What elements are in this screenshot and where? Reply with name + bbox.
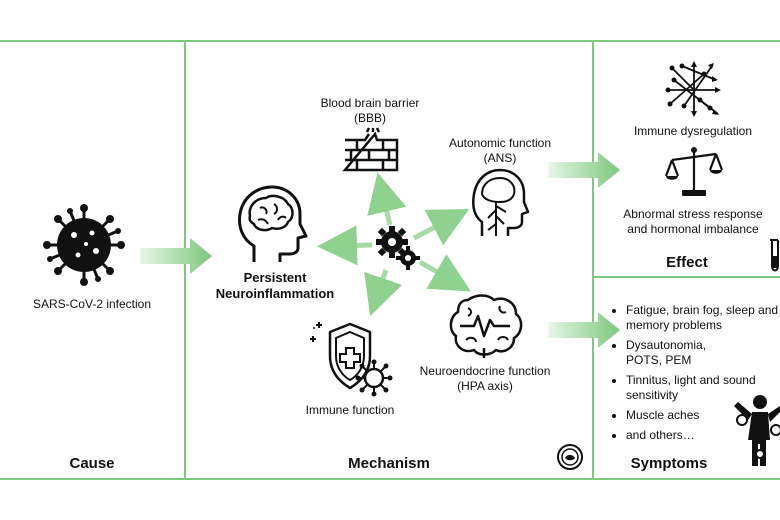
symptom-item: Fatigue, brain fog, sleep and memory pro… <box>626 303 780 333</box>
balance-scale-icon <box>664 147 724 196</box>
gears-icon <box>376 226 420 270</box>
center-label-line1: Persistent <box>243 270 307 285</box>
effect-item-stress-line1: Abnormal stress response <box>623 207 763 221</box>
logo-icon <box>557 444 583 470</box>
symptom-item: Tinnitus, light and sound sensitivity <box>626 373 780 403</box>
person-pain-icon <box>734 395 780 466</box>
bbb-label-line2: (BBB) <box>353 111 386 125</box>
bbb-label-line1: Blood brain barrier <box>320 96 420 110</box>
head-brain-icon <box>238 185 308 262</box>
immune-function-label: Immune function <box>305 403 395 417</box>
arrow-to-neuroinflammation <box>317 225 373 266</box>
effect-item-immune-dysregulation: Immune dysregulation <box>633 124 753 138</box>
divider-effect-symptoms <box>592 276 780 278</box>
test-tube-icon <box>770 239 779 272</box>
hpa-label-line2: (HPA axis) <box>457 379 513 393</box>
network-arrows-icon <box>665 61 721 117</box>
brain-pulse-icon <box>449 294 523 358</box>
nervous-system-head-icon <box>472 168 530 236</box>
symptom-item: Muscle aches <box>626 408 780 423</box>
arrow-to-immune <box>364 269 403 317</box>
arrow-to-effect <box>548 152 620 188</box>
cause-header: Cause <box>69 455 115 472</box>
arrow-cause-to-mechanism <box>140 238 212 274</box>
ans-label-line2: (ANS) <box>483 151 517 165</box>
cause-label: SARS-CoV-2 infection <box>32 297 152 311</box>
frame-top-border <box>0 40 780 42</box>
hpa-label-line1: Neuroendocrine function <box>419 364 551 378</box>
symptom-item: and others… <box>626 428 780 443</box>
mechanism-header: Mechanism <box>348 455 430 472</box>
virus-icon <box>43 204 125 286</box>
arrow-to-symptoms <box>548 312 620 348</box>
brick-wall-icon <box>342 127 399 172</box>
arrow-to-ans <box>412 209 470 246</box>
center-label-line2: Neuroinflammation <box>215 286 335 301</box>
symptoms-list: Fatigue, brain fog, sleep and memory pro… <box>612 303 780 448</box>
divider-mechanism-effect <box>592 40 594 480</box>
immune-shield-icon <box>310 322 393 397</box>
frame-bottom-border <box>0 478 780 480</box>
symptom-item: Dysautonomia, POTS, PEM <box>626 338 736 368</box>
arrow-to-bbb <box>367 172 407 226</box>
ans-label-line1: Autonomic function <box>448 136 552 150</box>
effect-item-stress-line2: and hormonal imbalance <box>627 222 759 236</box>
effect-header: Effect <box>666 254 708 271</box>
arrow-to-hpa <box>418 254 471 292</box>
symptoms-header: Symptoms <box>630 455 708 472</box>
